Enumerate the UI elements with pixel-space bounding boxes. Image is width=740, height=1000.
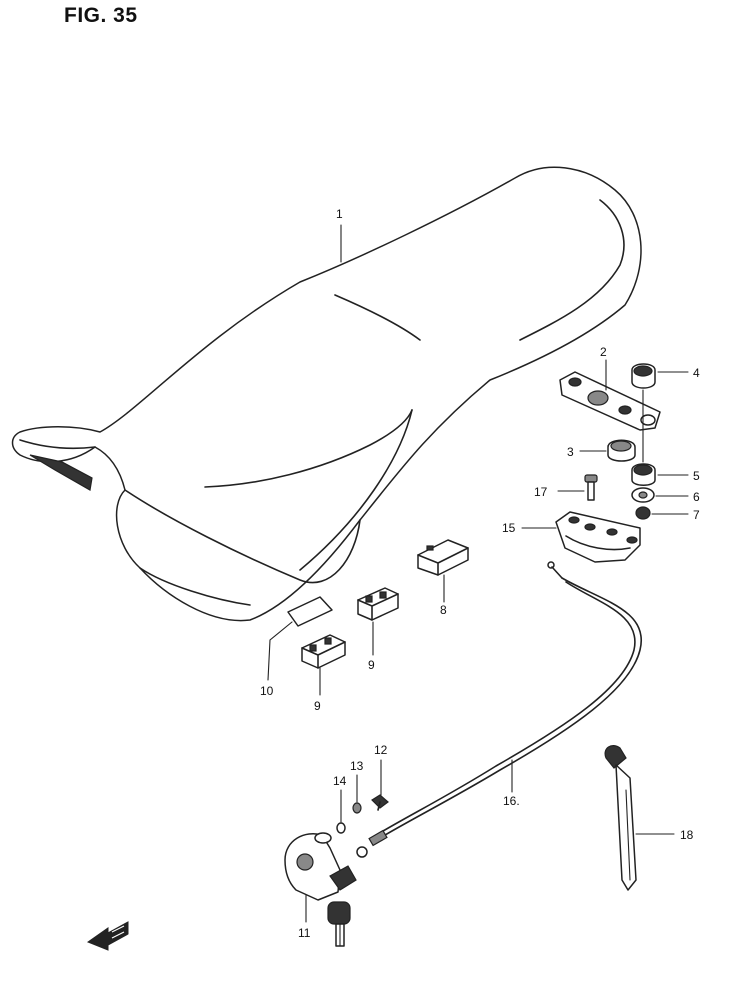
callout-12: 12	[374, 743, 388, 757]
callout-18: 18	[680, 828, 694, 842]
front-direction-arrow-icon	[86, 921, 129, 951]
callout-6: 6	[693, 490, 700, 504]
callout-1: 1	[336, 207, 343, 221]
callout-13: 13	[350, 759, 364, 773]
callout-11: 11	[298, 926, 311, 940]
stopper-part-9-upper[interactable]	[357, 587, 399, 621]
screw-part-12[interactable]	[371, 794, 389, 811]
callout-7: 7	[693, 508, 700, 522]
figure-title: FIG. 35	[64, 4, 138, 27]
callout-3: 3	[567, 445, 574, 459]
seat-part-1[interactable]	[11, 166, 642, 622]
stopper-part-9-lower[interactable]	[301, 634, 346, 669]
callout-5: 5	[693, 469, 700, 483]
holder-part-18[interactable]	[604, 745, 637, 891]
washer-part-6[interactable]	[631, 487, 655, 503]
callout-8: 8	[440, 603, 447, 617]
cable-part-16[interactable]	[356, 561, 643, 858]
nut-part-14[interactable]	[336, 822, 346, 834]
callout-9-lower: 9	[314, 699, 321, 713]
stopper-part-8[interactable]	[417, 539, 469, 576]
washer-part-13[interactable]	[352, 802, 362, 814]
bracket-part-2[interactable]	[559, 371, 661, 431]
seat-lock-part-15[interactable]	[555, 511, 641, 563]
callout-15: 15	[502, 521, 516, 535]
callout-4: 4	[693, 366, 700, 380]
cushion-part-3[interactable]	[607, 439, 636, 462]
callout-10: 10	[260, 684, 274, 698]
seat-lock-assy-part-11[interactable]	[284, 832, 357, 947]
cushion-part-5[interactable]	[631, 463, 656, 486]
cushion-part-4[interactable]	[631, 363, 656, 389]
pad-part-10[interactable]	[287, 596, 333, 627]
callout-17: 17	[534, 485, 548, 499]
callout-2: 2	[600, 345, 607, 359]
callout-14: 14	[333, 774, 347, 788]
leader-line-10	[267, 621, 293, 681]
callout-16: 16.	[503, 794, 520, 808]
bolt-part-17[interactable]	[584, 474, 598, 501]
callout-9-upper: 9	[368, 658, 375, 672]
nut-part-7[interactable]	[635, 506, 651, 520]
